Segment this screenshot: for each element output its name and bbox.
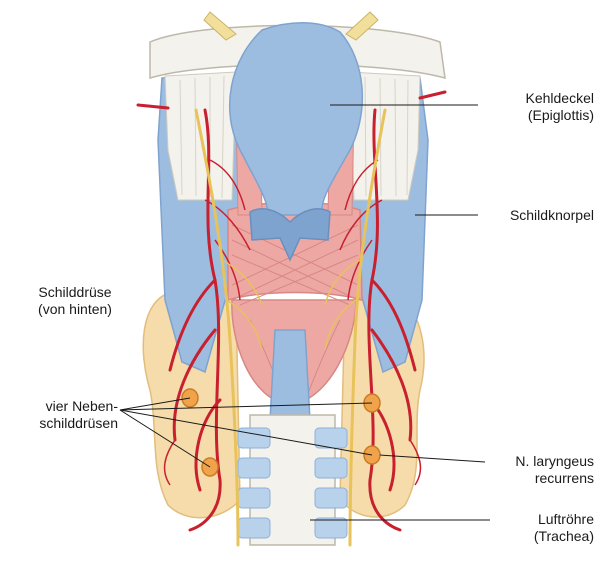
label-trachea-line1: Luftröhre xyxy=(482,511,594,528)
label-thyroid-gland: Schilddrüse (von hinten) xyxy=(20,284,130,318)
label-thyroid-cartilage-line1: Schildknorpel xyxy=(482,207,594,224)
label-recurrent-nerve: N. laryngeus recurrens xyxy=(482,453,594,487)
label-thyroid-cartilage: Schildknorpel xyxy=(482,207,594,224)
label-parathyroids: vier Neben- schilddrüsen xyxy=(0,398,118,432)
label-recurrent-nerve-line1: N. laryngeus xyxy=(482,453,594,470)
label-thyroid-gland-line1: Schilddrüse xyxy=(20,284,130,301)
label-epiglottis: Kehldeckel (Epiglottis) xyxy=(482,90,594,124)
label-epiglottis-line1: Kehldeckel xyxy=(482,90,594,107)
label-parathyroids-line1: vier Neben- xyxy=(0,398,118,415)
label-trachea-line2: (Trachea) xyxy=(482,528,594,545)
label-epiglottis-line2: (Epiglottis) xyxy=(482,107,594,124)
cricoid-lamina xyxy=(270,330,310,420)
label-trachea: Luftröhre (Trachea) xyxy=(482,511,594,545)
label-thyroid-gland-line2: (von hinten) xyxy=(20,301,130,318)
label-parathyroids-line2: schilddrüsen xyxy=(0,415,118,432)
label-recurrent-nerve-line2: recurrens xyxy=(482,470,594,487)
